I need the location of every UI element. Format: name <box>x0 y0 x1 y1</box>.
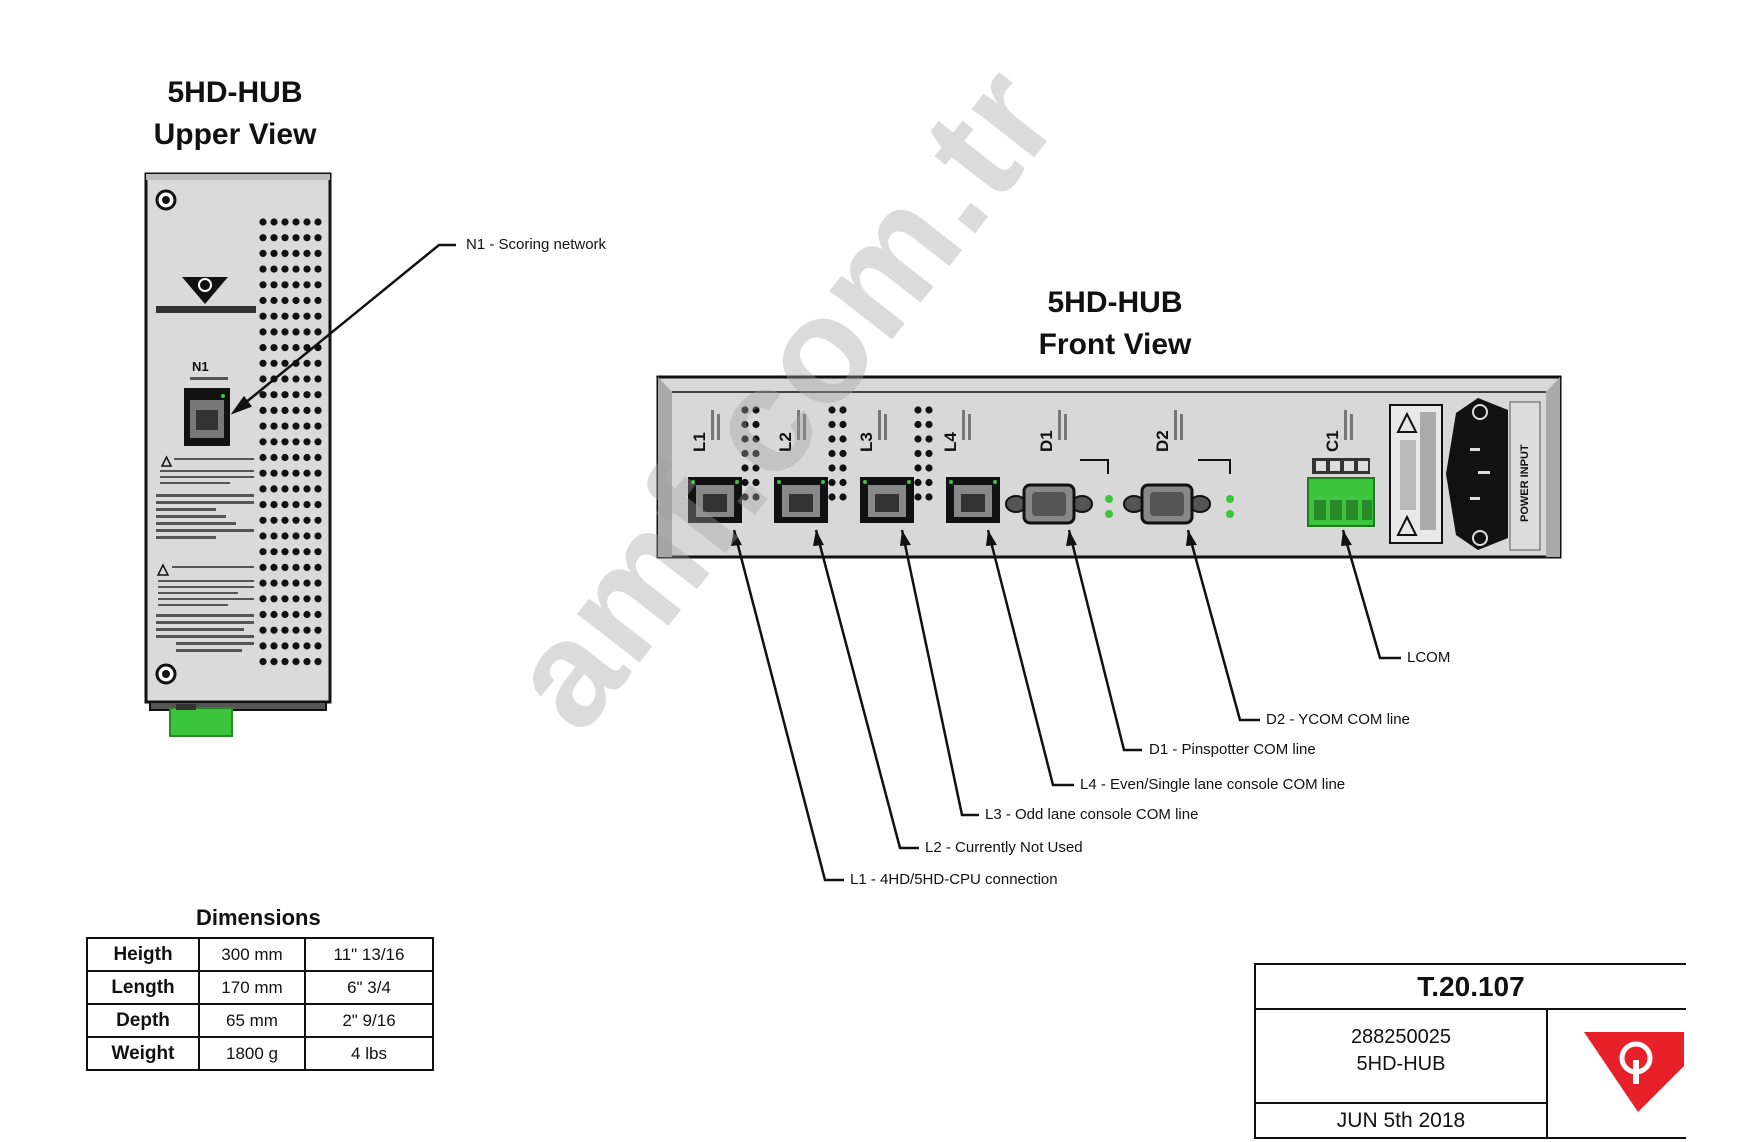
dimension-imperial: 6" 3/4 <box>304 970 434 1005</box>
part-info: 288250025 5HD-HUB <box>1256 1010 1548 1104</box>
warning-icon <box>156 563 170 576</box>
dimension-metric: 300 mm <box>198 937 306 972</box>
d2-callout: D2 - YCOM COM line <box>1266 711 1410 728</box>
drawing-date: JUN 5th 2018 <box>1256 1104 1548 1137</box>
front-view-title: 5HD-HUB Front View <box>985 282 1245 366</box>
port-label-d2: D2 <box>1153 430 1172 452</box>
green-connector <box>169 707 233 737</box>
port-label-l1: L1 <box>690 432 709 452</box>
upper-view-title-line1: 5HD-HUB <box>167 76 303 109</box>
vent-grille <box>259 218 322 666</box>
port-label-d1: D1 <box>1037 430 1056 452</box>
rj45-ports <box>688 477 1000 523</box>
port-label-l4: L4 <box>941 432 960 452</box>
l3-callout: L3 - Odd lane console COM line <box>985 806 1199 823</box>
front-leader-lines <box>732 529 1401 882</box>
dimension-metric: 65 mm <box>198 1003 306 1038</box>
port-label-l3: L3 <box>857 432 876 452</box>
lcom-callout: LCOM <box>1407 649 1451 666</box>
upper-view-title: 5HD-HUB Upper View <box>110 72 360 156</box>
front-port-labels: L1 L2 L3 L4 D1 D2 C1 <box>690 410 1353 452</box>
front-leader-arrowheads <box>731 530 1352 546</box>
dimension-name: Weight <box>86 1036 200 1071</box>
table-row: Weight 1800 g 4 lbs <box>86 1036 434 1071</box>
d1-db9-port <box>1005 459 1113 525</box>
dimension-name: Depth <box>86 1003 200 1038</box>
title-block: T.20.107 288250025 5HD-HUB JUN 5th 2018 <box>1254 963 1686 1139</box>
dimension-metric: 1800 g <box>198 1036 306 1071</box>
table-row: Depth 65 mm 2" 9/16 <box>86 1003 434 1038</box>
front-view-title-line2: Front View <box>1038 328 1192 361</box>
l4-callout: L4 - Even/Single lane console COM line <box>1080 776 1346 793</box>
power-input-label: POWER INPUT <box>1519 444 1531 522</box>
c1-terminal-block <box>1307 458 1375 527</box>
n1-port-label: N1 <box>192 359 209 374</box>
d2-db9-port <box>1123 459 1234 525</box>
upper-view-title-line2: Upper View <box>153 118 317 151</box>
d1-callout: D1 - Pinspotter COM line <box>1149 741 1316 758</box>
n1-callout: N1 - Scoring network <box>466 236 607 253</box>
table-row: Length 170 mm 6" 3/4 <box>86 970 434 1005</box>
port-label-c1: C1 <box>1323 430 1342 452</box>
warning-icon <box>1396 514 1418 536</box>
port-label-l2: L2 <box>776 432 795 452</box>
dimension-name: Heigth <box>86 937 200 972</box>
dimension-imperial: 11" 13/16 <box>304 937 434 972</box>
upper-view-device: N1 <box>144 172 332 737</box>
l2-callout: L2 - Currently Not Used <box>925 839 1083 856</box>
power-inlet: POWER INPUT <box>1446 398 1541 551</box>
l1-callout: L1 - 4HD/5HD-CPU connection <box>850 871 1058 888</box>
safety-label <box>1389 404 1443 544</box>
front-view-device: L1 L2 L3 L4 D1 D2 C1 <box>655 375 1563 559</box>
warning-text-block <box>156 455 254 652</box>
warning-icon <box>1396 411 1418 433</box>
part-number: 288250025 <box>1350 1026 1452 1048</box>
front-view-title-line1: 5HD-HUB <box>1047 286 1183 319</box>
part-name: 5HD-HUB <box>1356 1053 1446 1075</box>
dimension-imperial: 2" 9/16 <box>304 1003 434 1038</box>
dimension-metric: 170 mm <box>198 970 306 1005</box>
dimensions-table: Heigth 300 mm 11" 13/16 Length 170 mm 6"… <box>86 937 434 1071</box>
dimensions-title: Dimensions <box>196 905 321 930</box>
drawing-code: T.20.107 <box>1256 965 1686 1010</box>
warning-icon <box>160 455 173 467</box>
dimension-imperial: 4 lbs <box>304 1036 434 1071</box>
front-vent-grille <box>741 406 933 501</box>
title-block-logo-icon <box>1584 1032 1684 1112</box>
table-row: Heigth 300 mm 11" 13/16 <box>86 937 434 972</box>
n1-leader-line <box>230 243 456 415</box>
dimension-name: Length <box>86 970 200 1005</box>
